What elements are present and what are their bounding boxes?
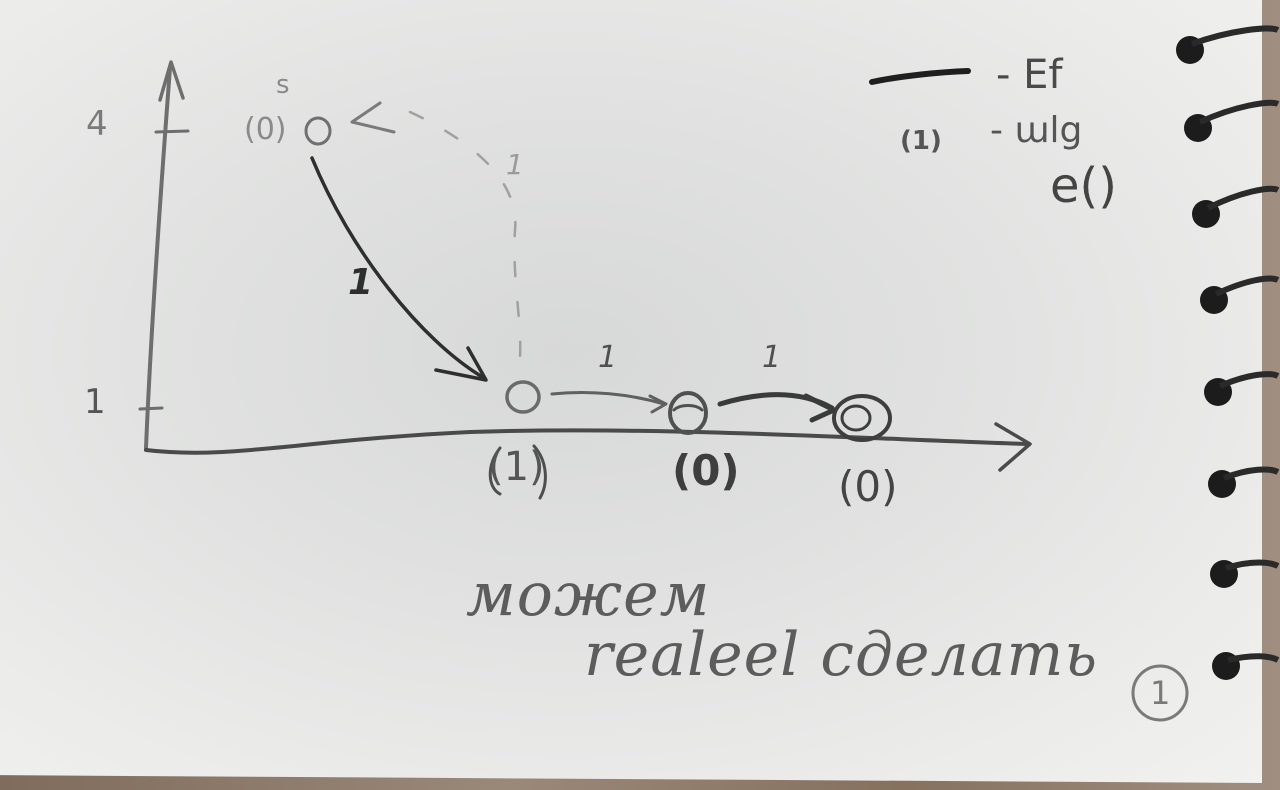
edge-node1-to-node2-arrowhead — [648, 394, 668, 414]
spiral-binding — [1176, 25, 1280, 680]
edge-node1-to-node2 — [550, 390, 666, 406]
node-2-inner — [672, 404, 704, 412]
binding-ring-5 — [1204, 371, 1280, 406]
legend-line-sample — [869, 68, 971, 85]
caption-line-1: можем — [466, 560, 711, 630]
y-tick-label-1: 1 — [84, 382, 106, 422]
y-tick-4 — [154, 129, 190, 134]
edge-weight-top-to-node1: 1 — [348, 262, 374, 303]
top-node-annotation: s — [276, 70, 290, 100]
node-1 — [505, 380, 541, 414]
top-node — [304, 116, 332, 146]
edge-weight-dashed: 1 — [506, 148, 524, 181]
binding-ring-8 — [1212, 652, 1280, 680]
top-node-pointer — [350, 101, 396, 134]
edge-top-to-node1-arrowhead — [434, 346, 488, 382]
binding-ring-6 — [1208, 466, 1280, 498]
x-axis — [144, 428, 1030, 455]
y-axis — [144, 66, 172, 450]
edge-weight-node2-to-node3: 1 — [762, 340, 782, 375]
legend-func-label: e() — [1050, 158, 1117, 214]
x-axis-arrowhead — [994, 422, 1032, 472]
y-tick-1 — [138, 406, 164, 411]
binding-ring-3 — [1192, 185, 1280, 228]
legend-paren-label: - ɯlg — [990, 110, 1083, 151]
binding-ring-4 — [1200, 275, 1280, 314]
node2-label: (0) — [672, 446, 740, 495]
binding-ring-7 — [1210, 559, 1280, 588]
node1-label-paren-left — [488, 446, 502, 496]
edge-weight-node1-to-node2: 1 — [598, 340, 618, 375]
top-node-label: (0) — [244, 112, 287, 147]
node-2 — [668, 391, 708, 435]
legend-paren-marker: (1) — [900, 126, 942, 156]
edge-node2-to-node3-arrowhead — [803, 393, 837, 423]
y-axis-arrowhead — [158, 60, 185, 102]
node-3 — [832, 394, 892, 442]
node3-label: (0) — [838, 462, 898, 511]
node1-label-paren-right — [532, 444, 547, 500]
edge-top-to-node1 — [310, 156, 486, 380]
dashed-edge — [408, 110, 522, 360]
notebook-page — [0, 0, 1262, 783]
node1-label: (1) — [488, 444, 545, 490]
page-number: 1 — [1150, 674, 1171, 712]
binding-ring-2 — [1184, 99, 1280, 142]
legend-line-label: - Ef — [996, 52, 1063, 98]
page-number-circle — [1131, 664, 1189, 722]
caption-line-2: realeel сделать — [584, 620, 1099, 690]
node-3-inner — [840, 404, 872, 432]
y-tick-label-4: 4 — [86, 104, 108, 144]
binding-ring-1 — [1176, 25, 1280, 64]
